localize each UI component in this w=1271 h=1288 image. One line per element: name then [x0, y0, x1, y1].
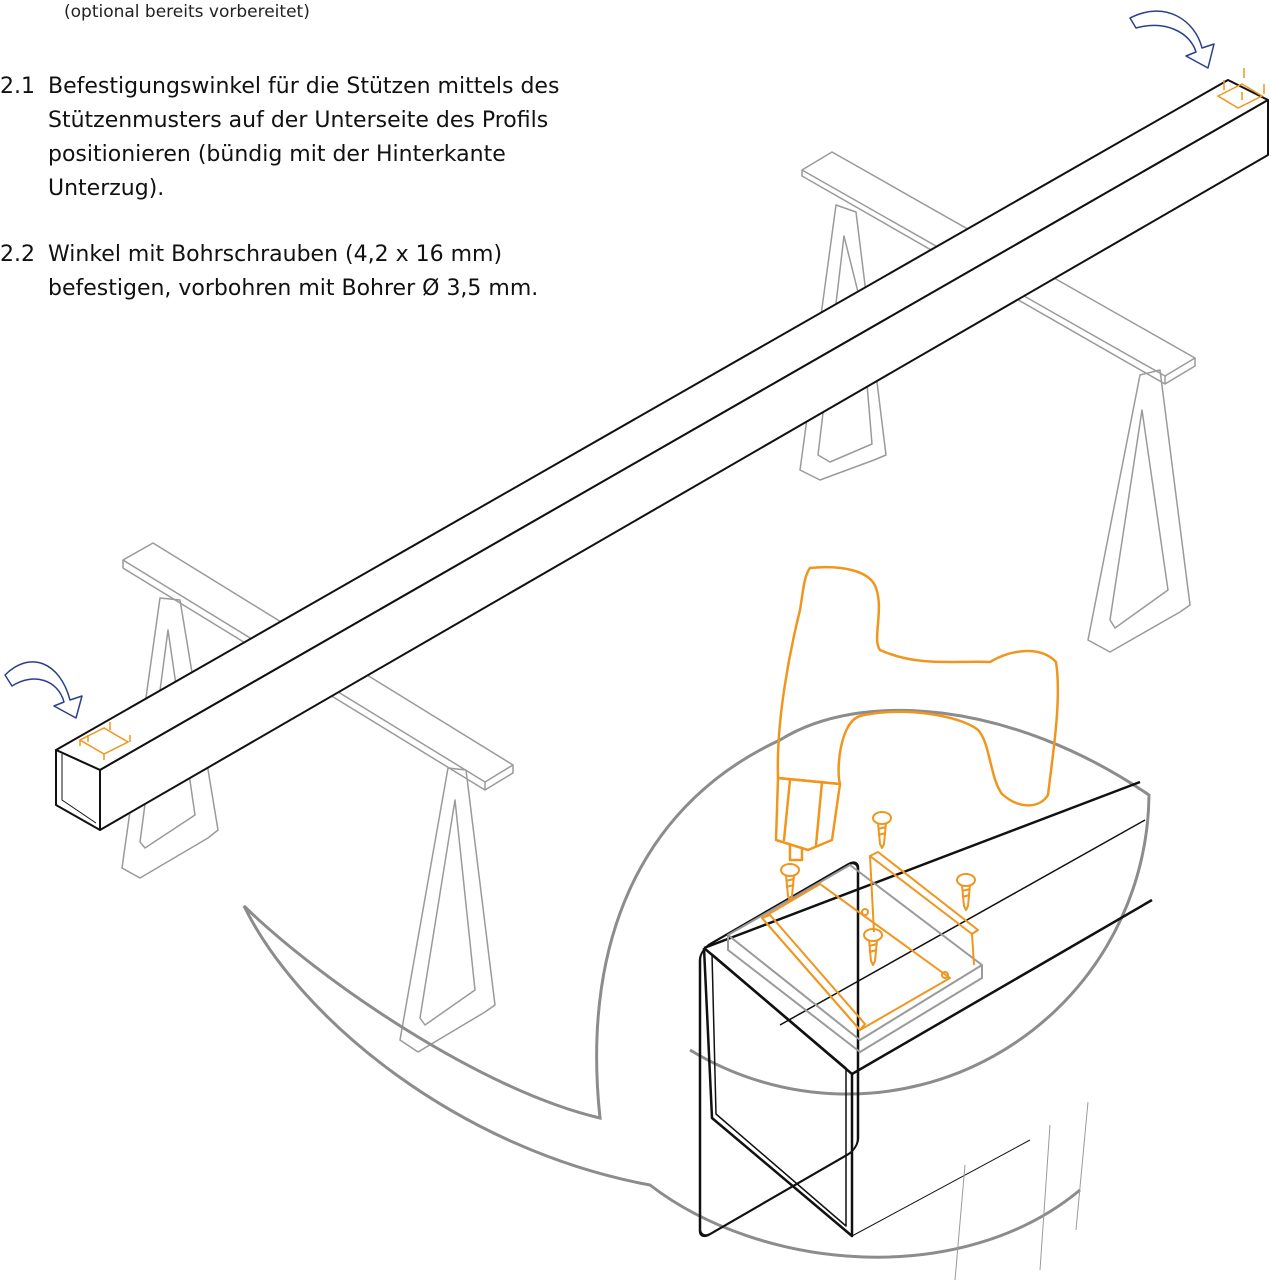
- step-line: befestigen, vorbohren mit Bohrer Ø 3,5 m…: [48, 276, 539, 301]
- step-line: Stützenmusters auf der Unterseite des Pr…: [48, 108, 549, 133]
- beam-top-face: [55, 79, 1269, 771]
- step-line: positionieren (bündig mit der Hinterkant…: [48, 142, 506, 167]
- mounting-bracket-icon: [761, 851, 979, 1031]
- arrow-curved-icon: [4, 10, 1215, 719]
- step-line: Befestigungswinkel für die Stützen mitte…: [48, 74, 560, 99]
- trestle-back: [799, 151, 1196, 653]
- step-line: Unterzug).: [48, 176, 165, 201]
- mounting-bracket-icon: [78, 68, 1265, 760]
- beam-side-face: [99, 99, 1269, 831]
- step-number: 2.1: [0, 74, 35, 99]
- callout-bubble: [242, 708, 1151, 1259]
- trestle-front: [121, 542, 514, 1053]
- screw-icon: [780, 811, 976, 966]
- profile-beam: [55, 79, 1269, 831]
- prep-note: (optional bereits vorbereitet): [64, 2, 310, 22]
- profile-closeup: [698, 780, 1153, 1238]
- trestle-closeup: [954, 1101, 1089, 1281]
- step-number: 2.2: [0, 242, 35, 267]
- drill-icon: [774, 565, 1060, 862]
- step-line: Winkel mit Bohrschrauben (4,2 x 16 mm): [48, 242, 503, 267]
- base-plate: [727, 864, 983, 1053]
